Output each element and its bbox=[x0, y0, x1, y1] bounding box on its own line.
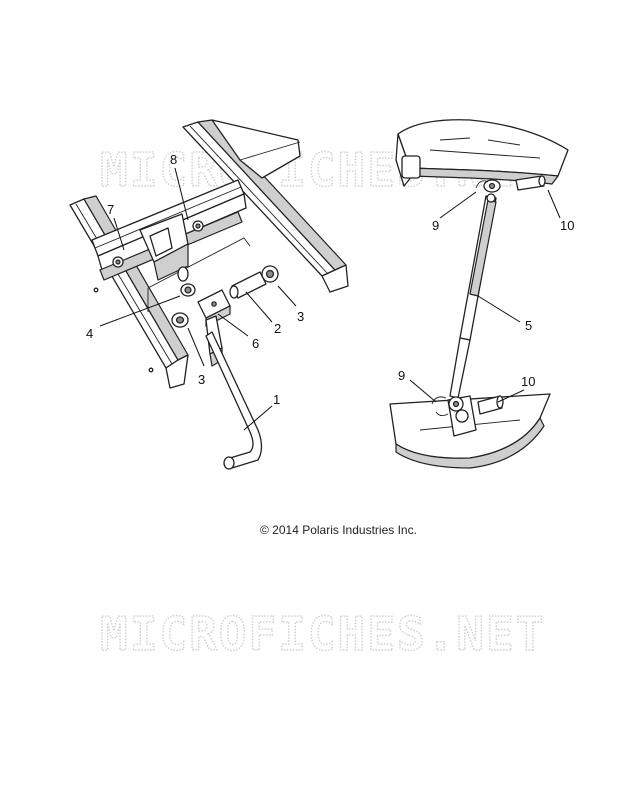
tilt-assembly bbox=[389, 119, 569, 469]
callout-5: 5 bbox=[525, 318, 532, 333]
callout-9-lower: 9 bbox=[398, 368, 405, 383]
callout-8: 8 bbox=[170, 152, 177, 167]
callout-2: 2 bbox=[274, 321, 281, 336]
callouts: 8 7 1 2 3 4 3 6 9 10 5 9 10 bbox=[86, 152, 574, 407]
callout-9-upper: 9 bbox=[432, 218, 439, 233]
callout-3-right: 3 bbox=[297, 309, 304, 324]
callout-3-left: 3 bbox=[198, 372, 205, 387]
callout-6: 6 bbox=[252, 336, 259, 351]
callout-10-upper: 10 bbox=[560, 218, 574, 233]
callout-10-lower: 10 bbox=[521, 374, 535, 389]
leader-lines bbox=[99, 167, 561, 431]
copyright-text: © 2014 Polaris Industries Inc. bbox=[260, 523, 417, 537]
pedal-assembly bbox=[171, 265, 279, 470]
callout-7: 7 bbox=[107, 202, 114, 217]
callout-4: 4 bbox=[86, 326, 93, 341]
callout-1: 1 bbox=[273, 392, 280, 407]
watermark-bottom: MICROFICHES.NET bbox=[100, 607, 545, 661]
frame-assembly bbox=[69, 119, 349, 389]
